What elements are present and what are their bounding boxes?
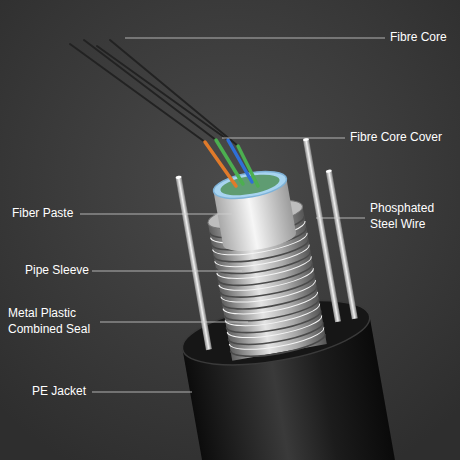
cable-body bbox=[150, 133, 425, 460]
part-label: Metal Plastic Combined Seal bbox=[8, 306, 108, 337]
part-label: Pipe Sleeve bbox=[25, 263, 95, 279]
leader-lines bbox=[80, 38, 385, 392]
steel-wires bbox=[173, 135, 359, 351]
part-label: Fiber Paste bbox=[12, 206, 82, 222]
sleeve-bottom bbox=[221, 223, 297, 256]
part-label: Phosphated Steel Wire bbox=[370, 201, 445, 232]
part-label: Fibre Core Cover bbox=[350, 130, 455, 146]
fibers bbox=[70, 40, 258, 186]
part-label: PE Jacket bbox=[32, 384, 102, 400]
part-label: Fibre Core bbox=[390, 30, 460, 46]
